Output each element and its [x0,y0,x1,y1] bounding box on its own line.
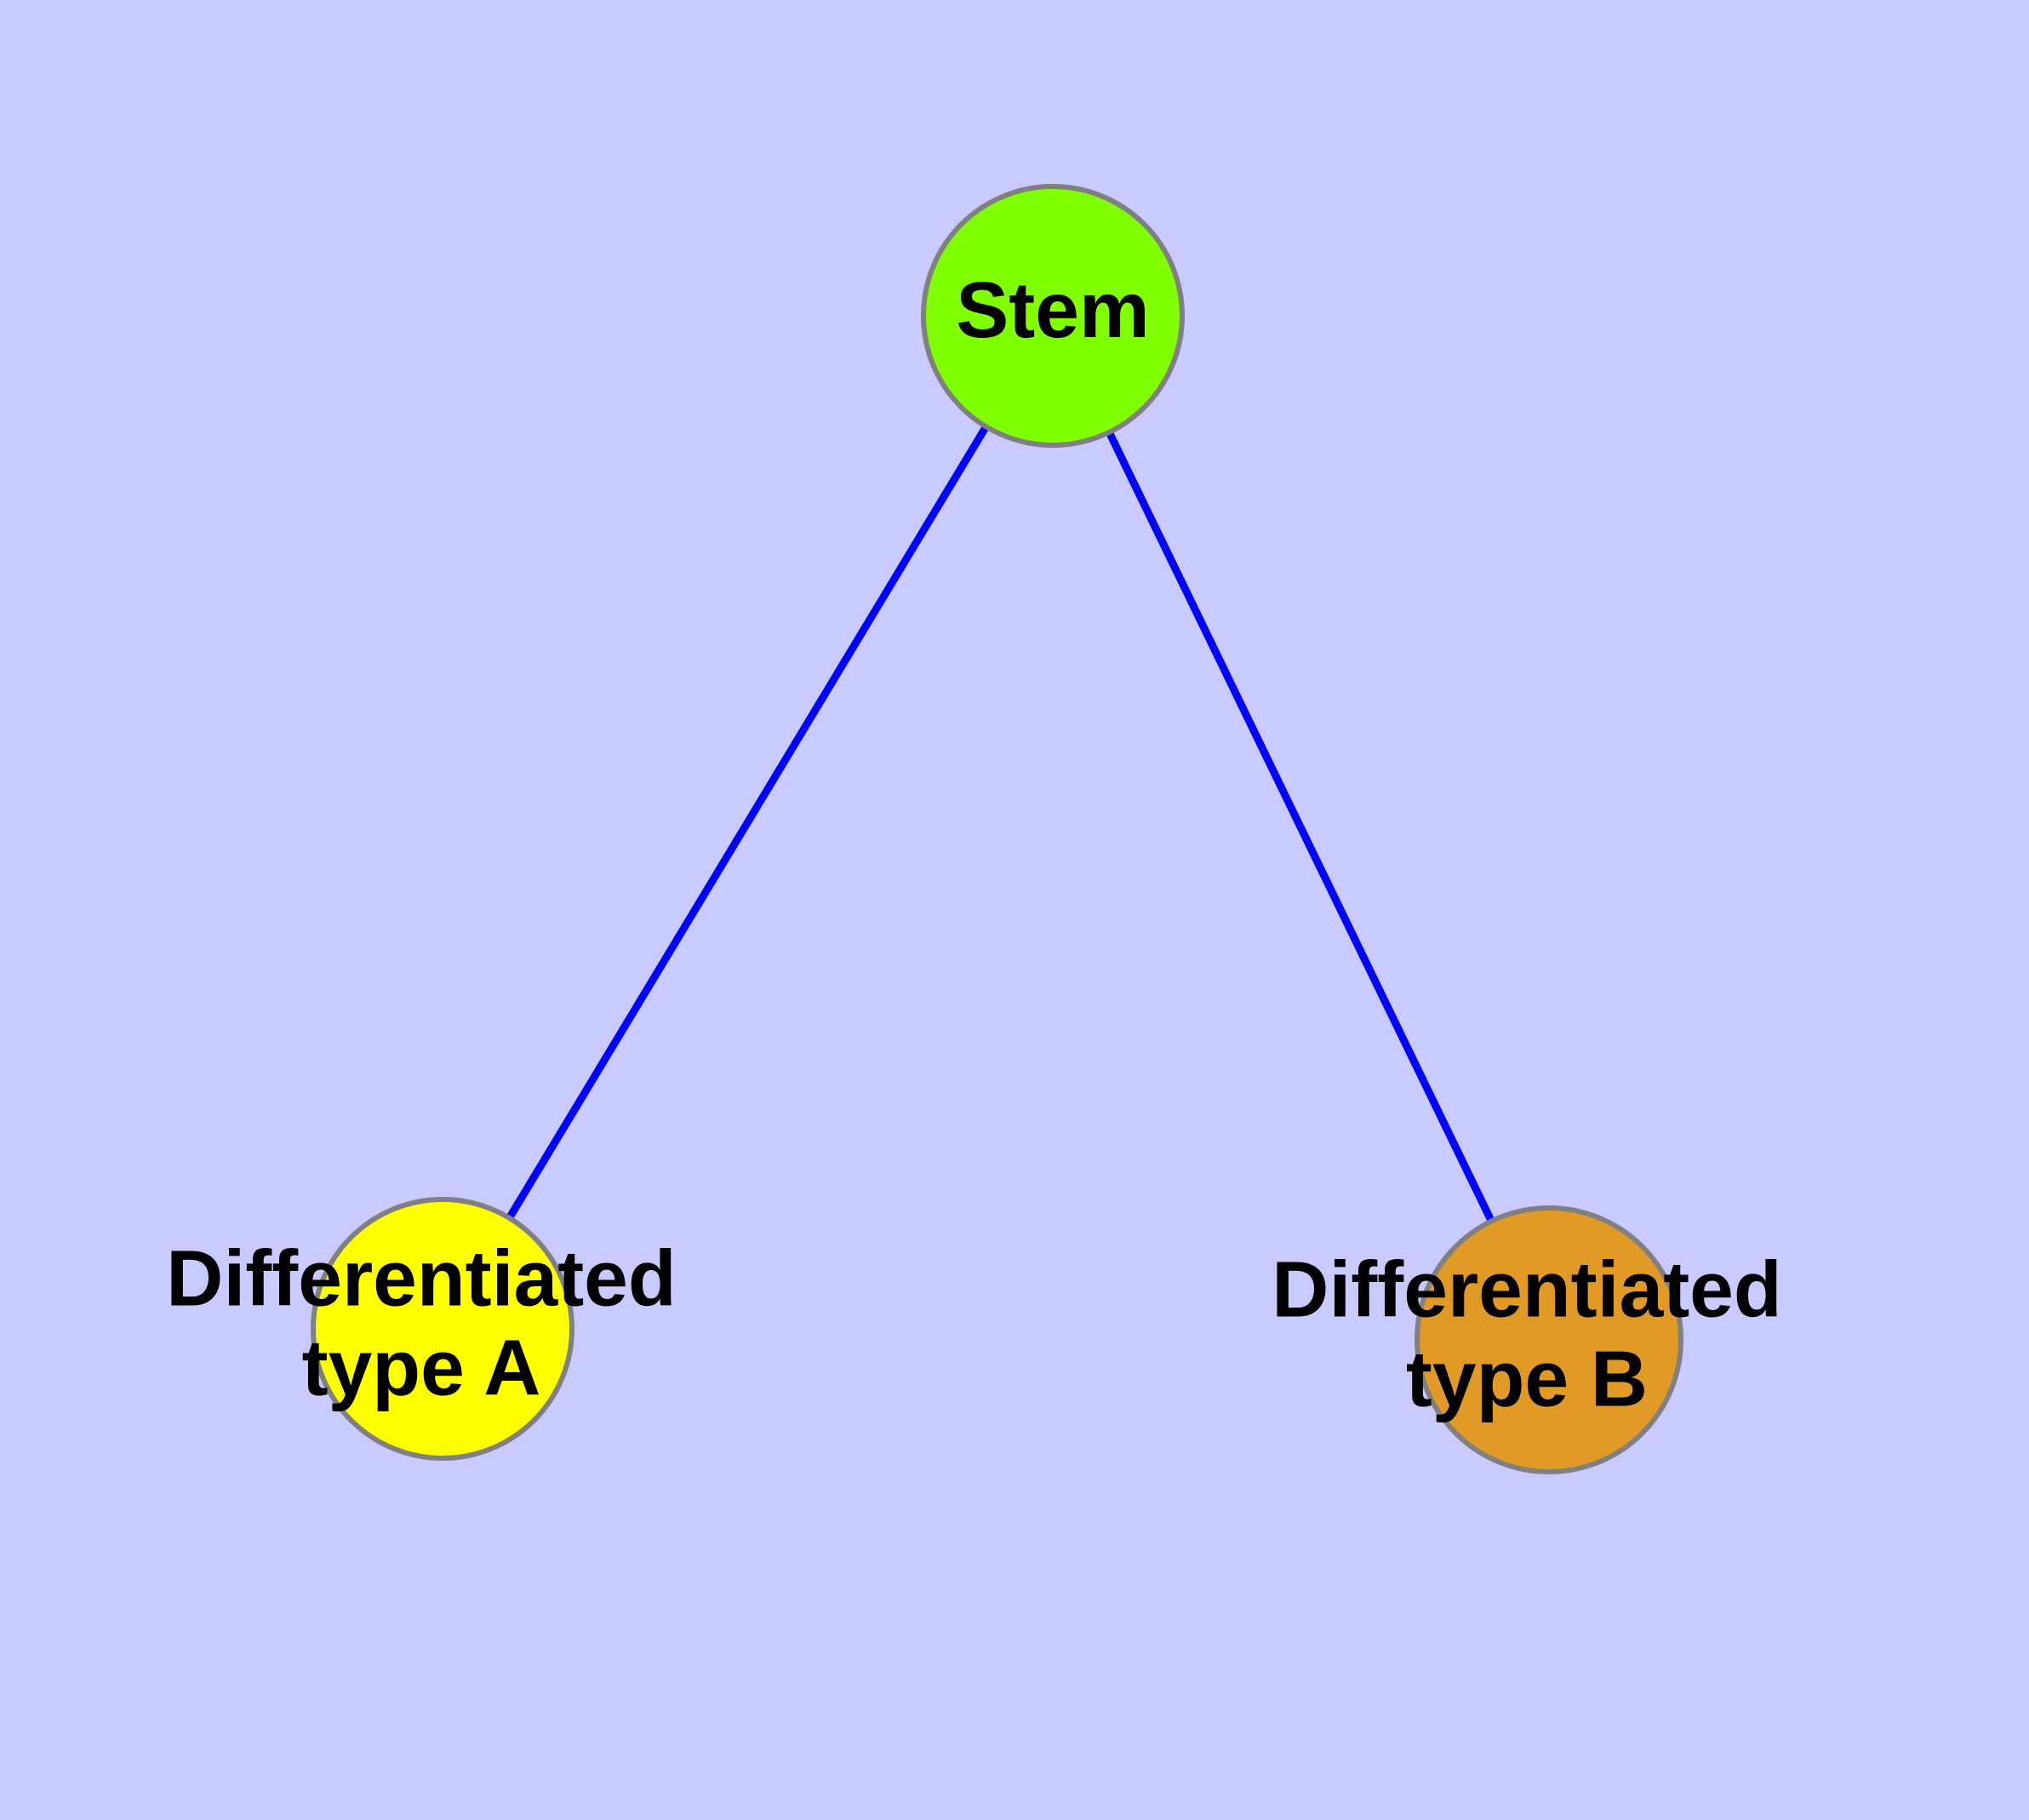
node-label-line: type B [1406,1334,1648,1422]
edges-layer [439,313,1553,1342]
node-label-line: type A [302,1323,541,1411]
edge-stem-to-diff-a [439,313,1056,1331]
node-diff-a[interactable] [311,1197,574,1461]
node-label-line: Differentiated [166,1233,676,1322]
edge-stem-to-diff-b [1049,314,1553,1342]
node-stem[interactable] [921,184,1185,448]
node-label-stem: Stem [956,266,1149,354]
node-label-line: Differentiated [1272,1245,1781,1333]
node-diff-b[interactable] [1415,1205,1683,1474]
node-label-line: Stem [956,266,1149,354]
nodes-layer [311,184,1683,1474]
